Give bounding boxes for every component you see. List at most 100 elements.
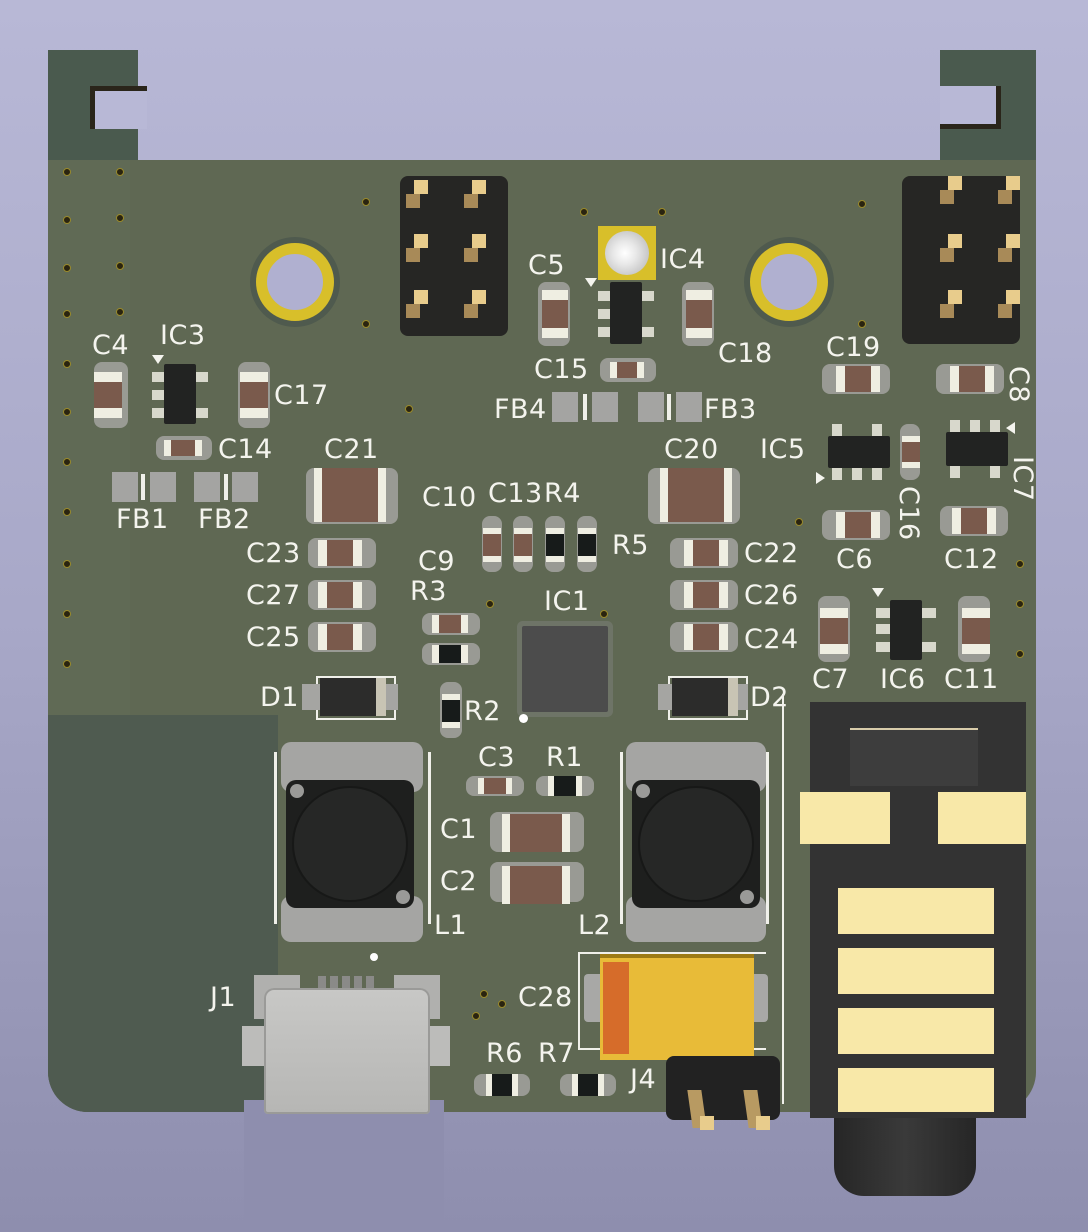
capacitor-c15 xyxy=(610,362,644,378)
ic3-leg xyxy=(196,408,208,418)
capacitor-c24 xyxy=(684,624,728,650)
tab-notch-left xyxy=(90,86,147,129)
audio-jack-contact xyxy=(838,888,994,934)
resistor-r2 xyxy=(442,694,460,728)
label-c10: C10 xyxy=(422,482,477,513)
via xyxy=(498,1000,506,1008)
capacitor-c14 xyxy=(164,440,202,456)
pin1-dot-j1 xyxy=(370,953,378,961)
via xyxy=(63,610,71,618)
label-c23: C23 xyxy=(246,538,301,569)
label-c8: C8 xyxy=(1003,366,1034,404)
audio-jack-contact xyxy=(800,792,890,844)
ic7-leg xyxy=(950,466,960,478)
label-c14: C14 xyxy=(218,434,273,465)
label-fb3: FB3 xyxy=(704,394,757,425)
via xyxy=(63,660,71,668)
inductor-coil xyxy=(292,786,408,902)
via xyxy=(116,168,124,176)
led-dome-ic4 xyxy=(605,231,649,275)
mounting-hole-right xyxy=(750,243,828,321)
ferrite-fb2-pad-b xyxy=(232,472,258,502)
label-l2: L2 xyxy=(578,910,612,941)
l1-silk-left xyxy=(274,752,277,924)
via xyxy=(1016,600,1024,608)
pin1-marker-ic6 xyxy=(872,588,884,597)
via xyxy=(63,560,71,568)
pin xyxy=(414,234,428,248)
pin1-dot-ic1 xyxy=(519,714,528,723)
ic3-leg xyxy=(152,408,164,418)
ic6-leg xyxy=(876,624,890,634)
label-r7: R7 xyxy=(538,1038,575,1069)
inductor-terminal xyxy=(636,784,650,798)
capacitor-c23 xyxy=(318,540,362,566)
via xyxy=(658,208,666,216)
via xyxy=(472,1012,480,1020)
label-c7: C7 xyxy=(812,664,850,695)
via xyxy=(63,168,71,176)
capacitor-c19 xyxy=(836,366,880,392)
label-fb2: FB2 xyxy=(198,504,251,535)
diode-d1 xyxy=(320,678,386,716)
capacitor-c26 xyxy=(684,582,728,608)
ic7-chip xyxy=(946,432,1008,466)
ic7-leg xyxy=(990,466,1000,478)
via xyxy=(63,310,71,318)
inductor-terminal xyxy=(290,784,304,798)
label-c21: C21 xyxy=(324,434,379,465)
capacitor-c27 xyxy=(318,582,362,608)
capacitor-c5 xyxy=(542,290,568,338)
j1-shield-tab-left xyxy=(242,1026,268,1066)
ic5-chip xyxy=(828,436,890,468)
pin1-marker-ic5 xyxy=(816,472,825,484)
label-c24: C24 xyxy=(744,624,799,655)
resistor-r6 xyxy=(486,1074,518,1096)
micro-usb-connector[interactable] xyxy=(264,988,430,1114)
capacitor-c9 xyxy=(432,615,468,633)
label-r6: R6 xyxy=(486,1038,523,1069)
ic6-leg xyxy=(922,608,936,618)
inductor-terminal xyxy=(740,890,754,904)
resistor-r5 xyxy=(578,528,596,562)
ic3-leg xyxy=(196,372,208,382)
capacitor-c12 xyxy=(952,508,996,534)
label-c17: C17 xyxy=(274,380,329,411)
label-j4: J4 xyxy=(630,1064,657,1095)
ic7-leg xyxy=(970,420,980,432)
ic3-leg xyxy=(152,390,164,400)
resistor-r7 xyxy=(572,1074,604,1096)
via xyxy=(1016,650,1024,658)
capacitor-c20 xyxy=(660,468,732,522)
capacitor-c18 xyxy=(686,290,712,338)
label-r2: R2 xyxy=(464,696,501,727)
via xyxy=(362,198,370,206)
label-c11: C11 xyxy=(944,664,999,695)
audio-jack-contact xyxy=(838,948,994,994)
pin xyxy=(948,234,962,248)
audio-jack-contact xyxy=(938,792,1026,844)
label-c6: C6 xyxy=(836,544,874,575)
capacitor-c1 xyxy=(502,814,570,852)
label-ic4: IC4 xyxy=(660,244,706,275)
inductor-coil xyxy=(638,786,754,902)
ic5-leg xyxy=(852,468,862,480)
pin xyxy=(948,290,962,304)
via xyxy=(63,408,71,416)
board-lower-left-zone xyxy=(48,715,278,1112)
pin-header-right[interactable] xyxy=(902,176,1020,344)
label-c15: C15 xyxy=(534,354,589,385)
resistor-r4 xyxy=(546,528,564,562)
pin1-marker-ic3 xyxy=(152,355,164,364)
via xyxy=(362,320,370,328)
pin-header-left[interactable] xyxy=(400,176,508,336)
label-c12: C12 xyxy=(944,544,999,575)
label-c4: C4 xyxy=(92,330,130,361)
label-d1: D1 xyxy=(260,682,299,713)
audio-jack-connector[interactable] xyxy=(800,702,1026,1118)
ic5-leg xyxy=(872,424,882,436)
pin-header-j4[interactable] xyxy=(666,1056,780,1120)
label-fb1: FB1 xyxy=(116,504,169,535)
pin xyxy=(472,234,486,248)
ic3-leg xyxy=(152,372,164,382)
